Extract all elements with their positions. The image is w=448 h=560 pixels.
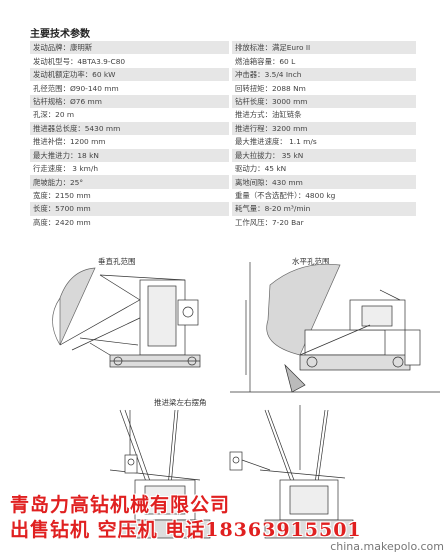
spec-right-cell: 推进行程：3200 mm (230, 121, 416, 136)
spec-right-cell: 驱动力：45 kN (230, 161, 416, 176)
spec-right-cell: 重量（不含选配件）：4800 kg (230, 188, 416, 203)
spec-left-cell: 推进器总长度：5430 mm (30, 121, 232, 136)
watermark-company: 青岛力高钻机械有限公司 (10, 494, 231, 516)
swing-angle-label: 推进梁左右摆角 (154, 398, 207, 407)
spec-right-cell: 工作风压：7-20 Bar (230, 215, 416, 230)
spec-left-cell: 宽度：2150 mm (30, 188, 232, 203)
spec-right-cell: 最大推进速度： 1.1 m/s (230, 135, 416, 149)
spec-right-cell: 钻杆长度：3000 mm (230, 94, 416, 109)
spec-right-cell: 回转扭矩：2088 Nm (230, 81, 416, 95)
page-title: 主要技术参数 (30, 29, 90, 40)
swing-left-drawing (109, 409, 211, 539)
spec-right-cell: 最大拉拔力： 35 kN (230, 148, 416, 162)
spec-left-cell: 高度：2420 mm (30, 215, 232, 230)
spec-right-cell: 耗气量：8-20 m³/min (230, 202, 416, 216)
spec-left-cell: 钻杆规格：Ø76 mm (30, 94, 232, 109)
spec-left-cell: 发动机额定功率：60 kW (30, 67, 232, 82)
horizontal-range-drawing (230, 262, 440, 393)
spec-left-cell: 行走速度： 3 km/h (30, 161, 232, 176)
vertical-range-label: 垂直孔范围 (98, 257, 136, 266)
spec-left-cell: 最大推进力：18 kN (30, 148, 232, 162)
watermark-site: china.makepolo.com (330, 540, 444, 553)
spec-left-cell: 孔径范围：Ø90-140 mm (30, 81, 232, 95)
spec-right-cell: 排放标准：满足Euro II (230, 41, 416, 55)
spec-row: 发动品牌：康明斯排放标准：满足Euro II (30, 41, 416, 55)
spec-left-cell: 长度：5700 mm (30, 202, 232, 216)
spec-left-cell: 爬坡能力：25° (30, 175, 232, 189)
spec-left-cell: 发动机型号：4BTA3.9-C80 (30, 54, 232, 68)
spec-left-cell: 发动品牌：康明斯 (30, 41, 232, 55)
spec-right-cell: 离地间隙：430 mm (230, 175, 416, 189)
watermark-contact: 出售钻机 空压机 电话18363915501 (10, 519, 362, 541)
spec-right-cell: 冲击器：3.5/4 Inch (230, 67, 416, 82)
spec-left-cell: 推进补偿：1200 mm (30, 135, 232, 149)
vertical-range-drawing (52, 267, 201, 368)
swing-right-drawing (229, 405, 354, 539)
spec-right-cell: 推进方式：油缸链条 (230, 108, 416, 122)
spec-row: 爬坡能力：25°离地间隙：430 mm (30, 175, 416, 189)
horizontal-range-label: 水平孔范围 (292, 257, 330, 266)
spec-left-cell: 孔深：20 m (30, 108, 232, 122)
spec-right-cell: 燃油箱容量：60 L (230, 54, 416, 68)
